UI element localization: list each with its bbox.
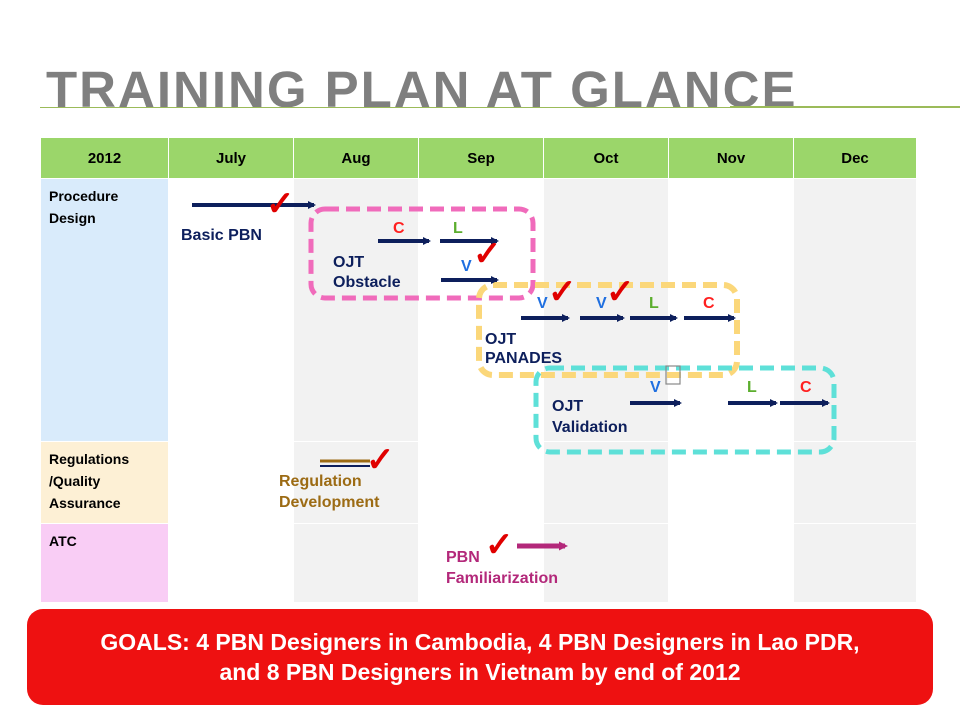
check-icon: ✓: [548, 273, 577, 311]
month-header-nov: Nov: [668, 137, 794, 179]
ojt-panades-label-1: OJT: [485, 331, 517, 348]
month-header-dec: Dec: [793, 137, 917, 179]
c-marker: C: [800, 379, 812, 396]
v-marker: V: [537, 295, 548, 312]
row-label-atc: ATC: [40, 523, 169, 603]
title-accent-line: [730, 106, 960, 108]
year-header: 2012: [40, 137, 169, 179]
cell: [293, 178, 419, 442]
ojt-panades-box: [476, 282, 740, 378]
cell: [668, 178, 794, 442]
v-marker: V: [461, 258, 472, 275]
pbn-familiarization-label-2: Familiarization: [446, 570, 559, 587]
check-icon: ✓: [606, 273, 635, 311]
pbn-familiarization-label-1: PBN: [446, 549, 480, 566]
check-icon: ✓: [485, 526, 514, 564]
pending-box-icon: [665, 365, 681, 385]
slide-title: TRAINING PLAN AT GLANCE: [46, 61, 798, 118]
month-header-aug: Aug: [293, 137, 419, 179]
goals-line-2: and 8 PBN Designers in Vietnam by end of…: [219, 659, 741, 685]
row-atc: ATC: [40, 523, 917, 603]
goals-banner: GOALS: 4 PBN Designers in Cambodia, 4 PB…: [27, 609, 933, 705]
cell: [793, 523, 917, 603]
v-marker: V: [650, 379, 661, 396]
title-underline: [40, 107, 960, 108]
month-header-sep: Sep: [418, 137, 544, 179]
check-icon: ✓: [266, 185, 295, 223]
month-header-oct: Oct: [543, 137, 669, 179]
ojt-validation-label-2: Validation: [552, 419, 628, 436]
ojt-obstacle-label-1: OJT: [333, 254, 365, 271]
ojt-validation-box: [533, 365, 837, 455]
cell: [168, 441, 294, 524]
ojt-obstacle-label-2: Obstacle: [333, 274, 401, 291]
cell: [293, 441, 419, 524]
c-marker: C: [703, 295, 715, 312]
row-regulations: Regulations /Quality Assurance: [40, 441, 917, 524]
l-marker: L: [453, 220, 463, 237]
l-marker: L: [649, 295, 659, 312]
row-label-regulations: Regulations /Quality Assurance: [40, 441, 169, 524]
header-row: 2012 July Aug Sep Oct Nov Dec: [40, 137, 917, 179]
ojt-validation-label-1: OJT: [552, 398, 584, 415]
cell: [793, 178, 917, 442]
cell: [168, 178, 294, 442]
cell: [168, 523, 294, 603]
row-procedure-design: Procedure Design: [40, 178, 917, 442]
cell: [543, 441, 669, 524]
c-marker: C: [393, 220, 405, 237]
check-icon: ✓: [473, 235, 502, 273]
ojt-panades-label-2: PANADES: [485, 350, 563, 367]
regulation-label-1: Regulation: [279, 473, 362, 490]
ojt-obstacle-box: [308, 206, 536, 301]
cell: [668, 523, 794, 603]
v-marker: V: [596, 295, 607, 312]
training-plan-table: 2012 July Aug Sep Oct Nov Dec Procedure …: [40, 137, 917, 603]
check-icon: ✓: [366, 441, 395, 479]
cell: [418, 441, 544, 524]
row-label-procedure-design: Procedure Design: [40, 178, 169, 442]
goals-line-1: GOALS: 4 PBN Designers in Cambodia, 4 PB…: [100, 629, 860, 655]
l-marker: L: [747, 379, 757, 396]
cell: [668, 441, 794, 524]
cell: [543, 523, 669, 603]
basic-pbn-label: Basic PBN: [181, 227, 262, 244]
cell: [793, 441, 917, 524]
regulation-label-2: Development: [279, 494, 380, 511]
